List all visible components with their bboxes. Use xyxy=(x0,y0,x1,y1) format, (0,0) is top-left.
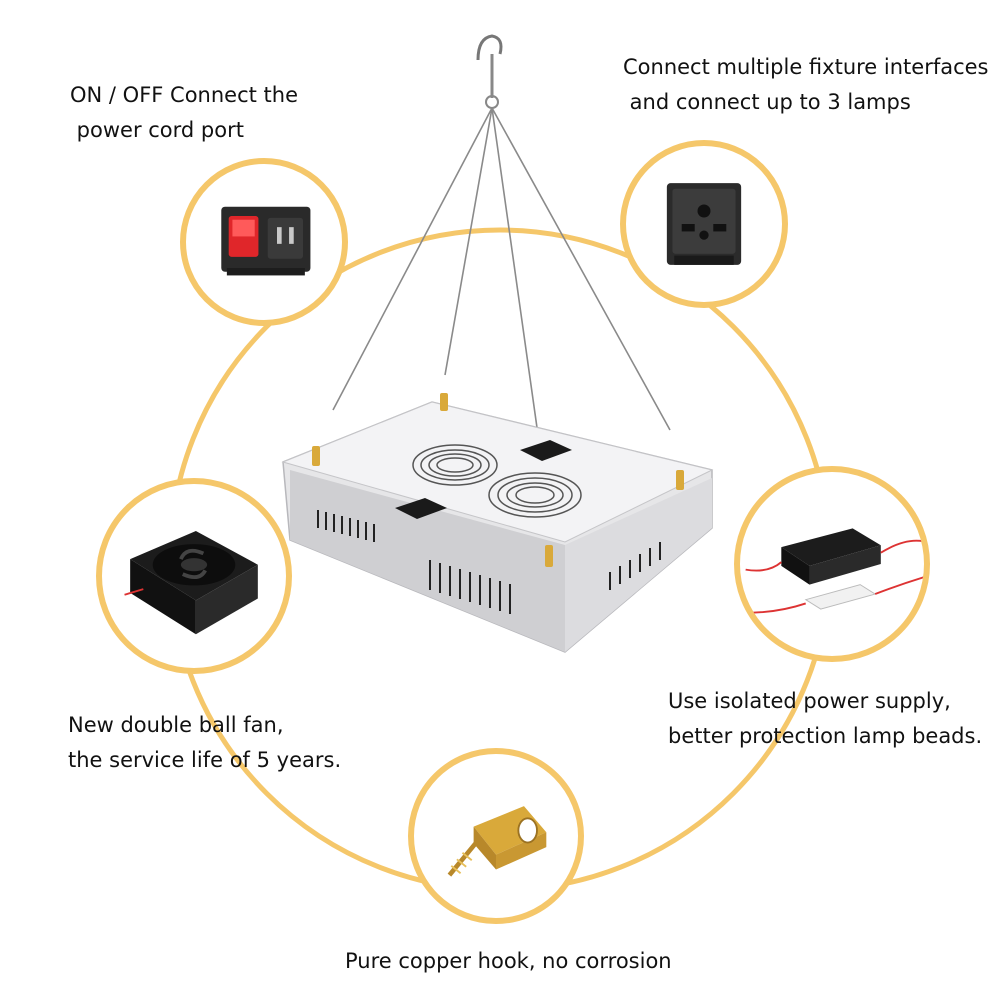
socket-label-line-2: and connect up to 3 lamps xyxy=(623,90,911,114)
fan-label-line-2: the service life of 5 years. xyxy=(68,748,342,772)
power-supply-label: Use isolated power supply, better protec… xyxy=(668,684,982,754)
vent-slots xyxy=(317,510,661,614)
power-switch-icon xyxy=(221,206,311,276)
fan-label-line-1: New double ball fan, xyxy=(68,713,284,737)
grow-light-housing xyxy=(281,393,714,653)
hook-label-line-1: Pure copper hook, no corrosion xyxy=(345,949,672,973)
power-supply-icon xyxy=(745,528,924,614)
power-supply-callout xyxy=(734,466,930,662)
switch-label-line-1: ON / OFF Connect the xyxy=(70,83,298,107)
power-supply-label-line-2: better protection lamp beads. xyxy=(668,724,983,748)
hook-callout xyxy=(408,748,584,924)
switch-callout xyxy=(180,158,348,326)
power-supply-label-line-1: Use isolated power supply, xyxy=(668,689,951,713)
socket-icon xyxy=(666,183,742,265)
fan-label: New double ball fan, the service life of… xyxy=(68,708,341,778)
switch-label-line-2: power cord port xyxy=(70,118,244,142)
copper-hook-icon xyxy=(447,806,547,877)
socket-label-line-1: Connect multiple fixture interfaces xyxy=(623,55,989,79)
top-socket-port-icon xyxy=(520,440,572,461)
socket-label: Connect multiple fixture interfaces and … xyxy=(623,50,989,120)
top-switch-port-icon xyxy=(395,498,447,519)
fan-callout xyxy=(96,478,292,674)
brass-mount-posts xyxy=(312,393,684,567)
fan-icon xyxy=(124,530,258,635)
hanging-hook-icon xyxy=(476,34,503,109)
socket-callout xyxy=(620,140,788,308)
hook-label: Pure copper hook, no corrosion xyxy=(345,944,672,979)
top-fan-icon xyxy=(412,444,582,518)
switch-label: ON / OFF Connect the power cord port xyxy=(70,78,298,148)
